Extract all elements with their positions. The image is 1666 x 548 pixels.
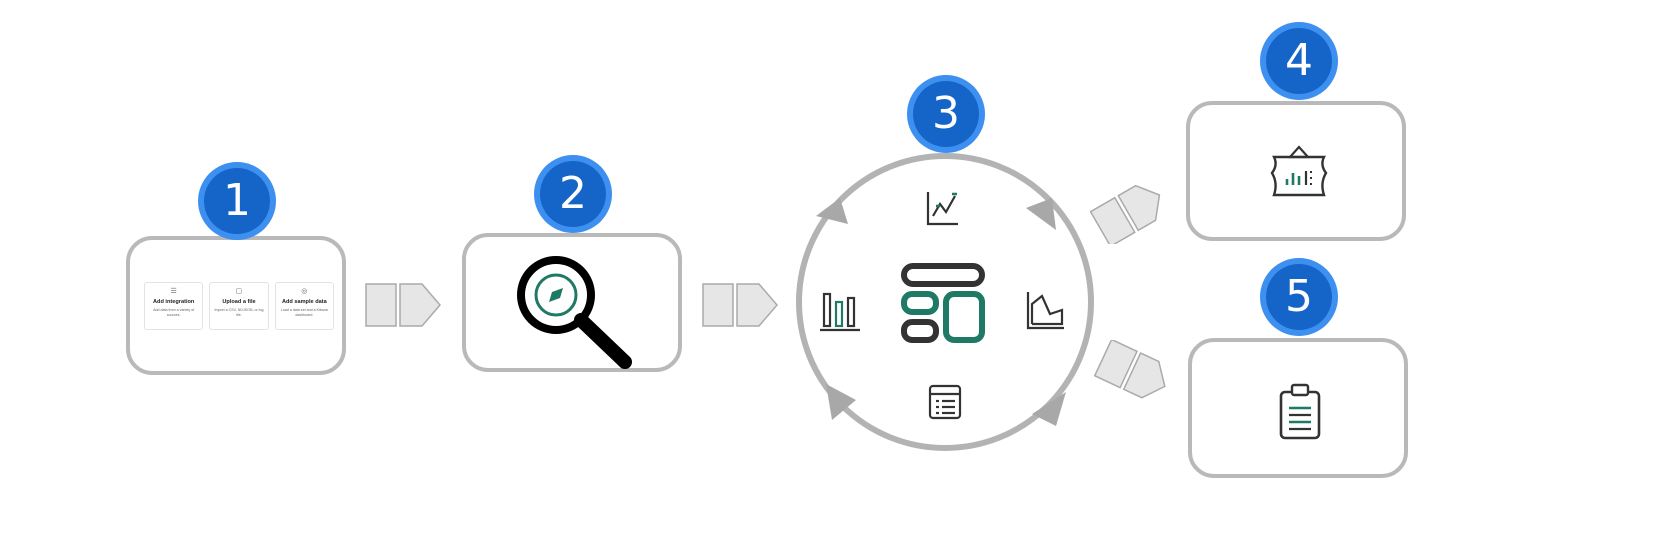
card-description: Import a CSV, NDJSON, or log file. — [214, 308, 264, 317]
cycle-arrowhead-top-right — [1026, 198, 1056, 230]
card-description: Add data from a variety of sources. — [153, 308, 195, 317]
sample-data-card: ◎ Add sample data Load a data set and a … — [274, 282, 334, 330]
table-icon — [928, 384, 962, 420]
step-1-card: ☰ Add integration Add data from a variet… — [126, 236, 346, 375]
connector-arrow-3-to-5 — [1094, 340, 1166, 399]
cycle-arrowhead-bottom-left — [826, 384, 856, 420]
line-chart-icon — [926, 192, 958, 226]
upload-file-card: ▢ Upload a file Import a CSV, NDJSON, or… — [209, 282, 269, 330]
step-3-badge: 3 — [913, 81, 979, 147]
database-icon: ☰ — [170, 288, 177, 295]
step-2-badge: 2 — [540, 161, 606, 227]
step-1-badge: 1 — [204, 168, 270, 234]
step-1-onboarding-cards: ☰ Add integration Add data from a variet… — [144, 282, 334, 330]
connector-arrow-1-to-2 — [365, 283, 441, 327]
area-chart-icon — [1026, 292, 1064, 330]
step-4-badge: 4 — [1266, 28, 1332, 94]
step-5-card — [1188, 338, 1408, 478]
bar-chart-icon — [820, 292, 860, 332]
sample-data-icon: ◎ — [301, 288, 308, 295]
dashboard-layout-icon — [901, 263, 985, 343]
cycle-arrowhead-top-left — [816, 198, 848, 224]
connector-arrow-2-to-3 — [702, 283, 778, 327]
step-3-cycle — [796, 153, 1094, 451]
cycle-ring — [796, 153, 1094, 451]
connector-arrow-3-to-4 — [1090, 184, 1161, 244]
card-title: Add sample data — [281, 299, 327, 305]
card-description: Load a data set and a Kibana dashboard. — [280, 308, 328, 317]
step-4-card — [1186, 101, 1406, 241]
step-2-card — [462, 233, 682, 372]
add-integration-card: ☰ Add integration Add data from a variet… — [144, 282, 204, 330]
clipboard-report-icon — [1279, 383, 1321, 440]
discover-magnifier-compass-icon — [517, 256, 632, 369]
step-5-badge: 5 — [1266, 264, 1332, 330]
cycle-arrowhead-bottom-right — [1032, 392, 1066, 426]
file-upload-icon: ▢ — [235, 288, 243, 295]
card-title: Add integration — [153, 299, 195, 305]
canvas-frame-icon — [1270, 145, 1328, 197]
card-title: Upload a file — [222, 299, 256, 305]
